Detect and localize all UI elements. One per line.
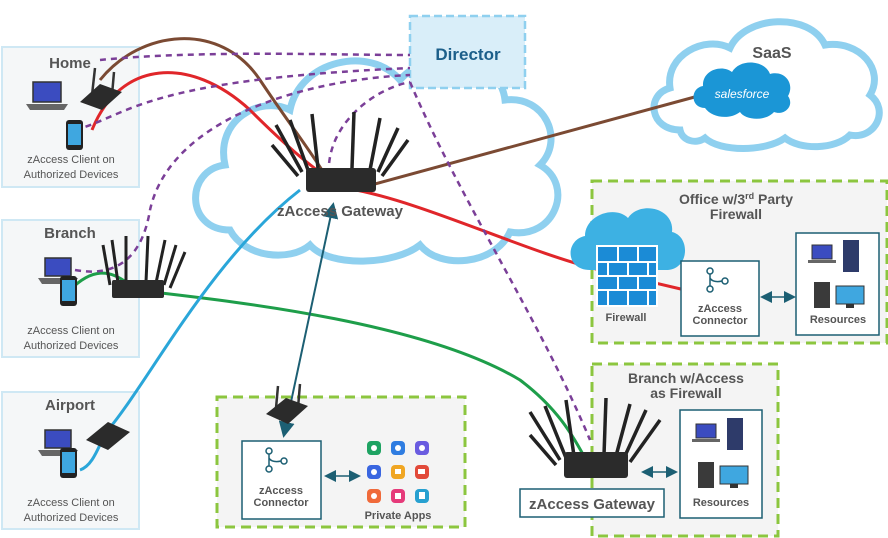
svg-text:salesforce: salesforce bbox=[715, 87, 770, 101]
office-resources-box[interactable] bbox=[795, 232, 880, 336]
home-title: Home bbox=[49, 55, 91, 72]
home-client-line1: zAccess Client on bbox=[27, 154, 114, 166]
office-title-line1: Office w/3rd Party bbox=[679, 191, 793, 207]
airport-client-line2: Authorized Devices bbox=[24, 512, 119, 524]
director-links bbox=[74, 52, 592, 441]
brown-link-saas bbox=[359, 93, 703, 190]
branch-fw-title-line1: Branch w/Access bbox=[628, 370, 744, 386]
brown-link-home bbox=[98, 37, 327, 176]
airport-router-icon bbox=[86, 422, 130, 450]
branch-fw-resources-label: Resources bbox=[693, 497, 749, 509]
main-cloud bbox=[192, 55, 562, 265]
home-client-line2: Authorized Devices bbox=[24, 169, 119, 181]
office-title-line2: Firewall bbox=[710, 206, 762, 222]
gateway-connector-link bbox=[278, 202, 339, 438]
branch-client-line1: zAccess Client on bbox=[27, 325, 114, 337]
connector-icon bbox=[706, 267, 729, 293]
connector-icon bbox=[265, 447, 288, 473]
gateway-router-icon bbox=[270, 111, 410, 192]
branch-fw-title-line2: as Firewall bbox=[650, 385, 722, 401]
office-connector-box[interactable] bbox=[680, 260, 760, 337]
firewall-icon bbox=[596, 245, 658, 307]
blue-link bbox=[79, 188, 301, 472]
home-site-box bbox=[1, 46, 140, 188]
private-apps-icons bbox=[367, 441, 429, 503]
firewall-label: Firewall bbox=[606, 312, 647, 324]
laptop-icon bbox=[26, 81, 68, 110]
branch-title: Branch bbox=[44, 225, 96, 242]
office-connector-line2: Connector bbox=[693, 315, 749, 327]
private-connector-line2: Connector bbox=[254, 497, 310, 509]
private-router-icon bbox=[266, 383, 308, 424]
director-box[interactable] bbox=[408, 14, 527, 90]
branch-fw-gateway-box[interactable] bbox=[519, 488, 665, 518]
cloud-gateway-label: zAccess Gateway bbox=[277, 203, 404, 220]
resources-icon bbox=[692, 418, 749, 488]
phone-icon bbox=[60, 276, 77, 306]
branch-client-line2: Authorized Devices bbox=[24, 340, 119, 352]
branch-fw-gateway-label: zAccess Gateway bbox=[529, 496, 656, 513]
private-connector-box[interactable] bbox=[241, 440, 322, 520]
phone-icon bbox=[60, 448, 77, 478]
airport-client-line1: zAccess Client on bbox=[27, 497, 114, 509]
branch-fw-resources-box[interactable] bbox=[679, 409, 763, 519]
private-apps-label: Private Apps bbox=[365, 510, 432, 522]
salesforce-logo: salesforce bbox=[693, 62, 791, 119]
resources-icon bbox=[808, 240, 865, 308]
phone-icon bbox=[66, 120, 83, 150]
airport-title: Airport bbox=[45, 397, 95, 414]
branch-router-icon bbox=[101, 235, 187, 298]
office-resources-label: Resources bbox=[810, 314, 866, 326]
private-connector-line1: zAccess bbox=[259, 485, 303, 497]
branch-fw-router-icon bbox=[528, 397, 662, 478]
office-connector-line1: zAccess bbox=[698, 303, 742, 315]
saas-label: SaaS bbox=[752, 45, 791, 62]
home-router-icon bbox=[80, 67, 122, 110]
director-label: Director bbox=[435, 45, 501, 64]
